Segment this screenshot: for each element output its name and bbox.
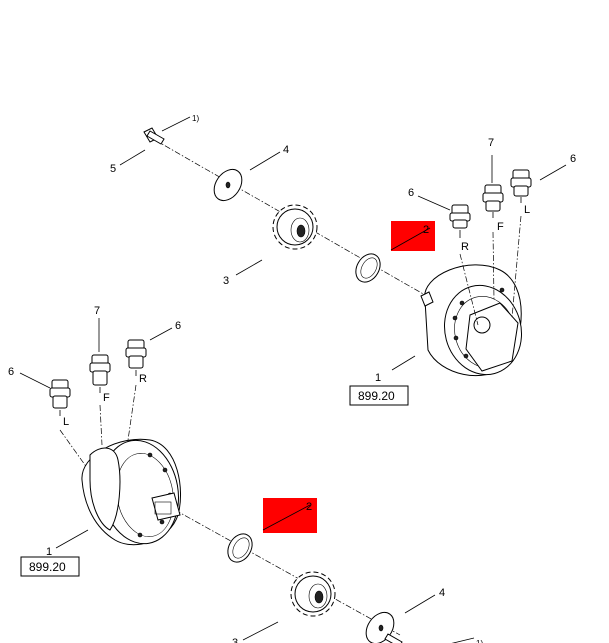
- leader-fitting-top-l: [539, 164, 567, 181]
- port-letter-top-l: L: [524, 204, 530, 216]
- callout-note-top: 1): [192, 114, 199, 123]
- fitting-top-f[interactable]: [482, 184, 504, 212]
- port-axis-top-r: [459, 253, 479, 326]
- port-letter-top-f: F: [497, 221, 504, 233]
- callout-fitting-top-f: 7: [488, 137, 494, 149]
- leader-sprocket-bottom: [242, 621, 279, 641]
- leader-seal-bottom: [262, 504, 311, 531]
- port-letter-bottom-l: L: [63, 416, 69, 428]
- callout-fitting-top-r: 6: [408, 187, 414, 199]
- port-axis-top-l: [511, 215, 522, 319]
- leader-note-top: [161, 116, 191, 132]
- leader-motor-top: [391, 355, 416, 371]
- callout-fitting-bottom-f: 7: [94, 305, 100, 317]
- fitting-bottom-f[interactable]: [89, 354, 111, 386]
- axis-line-bottom: [174, 509, 401, 636]
- seal-part-bottom[interactable]: [223, 530, 257, 567]
- bolt-part-bottom[interactable]: [384, 633, 403, 643]
- hydraulic-motor-top[interactable]: [420, 264, 531, 383]
- callout-fitting-bottom-r: 6: [175, 320, 181, 332]
- fitting-top-r[interactable]: [449, 204, 471, 229]
- callout-sprocket-top: 3: [223, 275, 229, 287]
- fitting-bottom-r[interactable]: [125, 339, 147, 369]
- leader-fitting-top-r: [417, 195, 451, 211]
- leader-bolt: [119, 149, 146, 166]
- sprocket-part-bottom[interactable]: [290, 571, 336, 617]
- reference-top: 899.20: [358, 389, 395, 403]
- callout-note-bottom: 1): [476, 639, 483, 643]
- washer-part-top[interactable]: [208, 164, 247, 206]
- seal-part-top[interactable]: [351, 250, 385, 287]
- fitting-top-l[interactable]: [510, 169, 532, 197]
- sprocket-part-top[interactable]: [272, 204, 318, 250]
- callout-seal-bottom: 2: [306, 501, 312, 513]
- callout-fitting-top-l: 6: [570, 153, 576, 165]
- port-letter-bottom-r: R: [139, 373, 147, 385]
- callout-motor-top: 1: [375, 372, 381, 384]
- leader-fitting-bottom-l: [19, 372, 51, 389]
- callout-washer-bottom: 4: [439, 587, 445, 599]
- port-letter-bottom-f: F: [103, 392, 110, 404]
- port-axis-bottom-l: [59, 429, 91, 473]
- callout-bolt: 5: [110, 163, 116, 175]
- callout-washer-top: 4: [283, 144, 289, 156]
- leader-seal-top: [390, 227, 431, 251]
- leader-fitting-bottom-r: [149, 327, 173, 341]
- port-axis-bottom-r: [127, 384, 137, 441]
- leader-sprocket-top: [235, 259, 263, 276]
- leader-motor-bottom: [55, 529, 89, 549]
- callout-fitting-bottom-l: 6: [8, 366, 14, 378]
- callout-motor-bottom: 1: [46, 546, 52, 558]
- callout-seal-top: 2: [423, 224, 429, 236]
- callout-sprocket-bottom: 3: [232, 637, 238, 643]
- port-letter-top-r: R: [461, 241, 469, 253]
- port-axis-bottom-f: [99, 404, 103, 446]
- axis-line-top: [154, 139, 426, 296]
- bolt-part-top[interactable]: [143, 127, 165, 145]
- reference-box-top: [349, 385, 409, 406]
- leader-washer-bottom: [404, 594, 436, 614]
- reference-box-bottom: [20, 556, 80, 577]
- hydraulic-motor-bottom[interactable]: [81, 434, 187, 550]
- fitting-bottom-l[interactable]: [49, 379, 71, 409]
- leader-note-bottom: [451, 637, 475, 643]
- leader-washer-top: [249, 151, 281, 171]
- reference-bottom: 899.20: [29, 560, 66, 574]
